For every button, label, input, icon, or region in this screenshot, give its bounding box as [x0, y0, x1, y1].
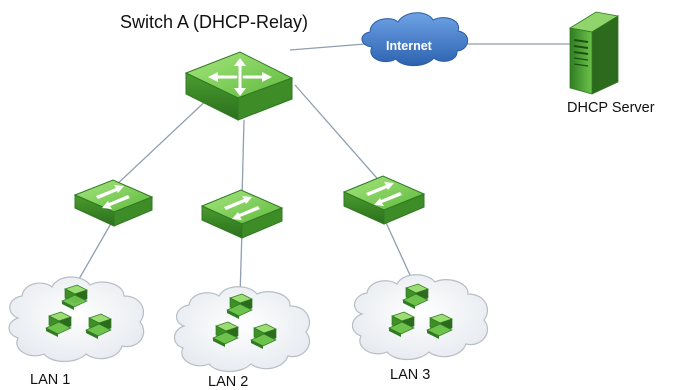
link-core-to-switch-3 — [294, 84, 384, 186]
dhcp-server-label: DHCP Server — [567, 100, 655, 116]
workstation-icon — [402, 283, 429, 309]
internet-label: Internet — [386, 39, 432, 53]
server-tower-icon — [568, 11, 620, 95]
link-switch-3-to-lan3 — [382, 215, 416, 287]
link-switch-1-to-lan1 — [74, 219, 114, 287]
workstation-icon — [250, 323, 277, 349]
workstation-icon — [426, 313, 453, 339]
link-core-to-switch-2 — [241, 119, 245, 199]
lan3-label: LAN 3 — [390, 367, 431, 383]
link-core-to-switch-1 — [112, 94, 213, 189]
workstation-icon — [85, 313, 112, 339]
internet-cloud-icon — [361, 12, 469, 67]
workstation-icon — [226, 293, 253, 319]
workstation-icon — [45, 311, 72, 337]
layer2-switch-icon — [342, 175, 426, 225]
lan1-label: LAN 1 — [30, 372, 71, 388]
lan2-label: LAN 2 — [208, 374, 249, 390]
link-switch-2-to-lan2 — [239, 229, 243, 297]
links — [74, 43, 570, 297]
link-core-to-internet — [289, 43, 366, 51]
lan2-cloud — [173, 286, 311, 373]
workstation-icon — [61, 284, 88, 310]
lan1-cloud — [8, 276, 145, 363]
layer2-switch-icon — [200, 189, 284, 239]
workstation-icon — [212, 321, 239, 347]
layer3-switch-icon — [184, 51, 294, 121]
lan3-cloud — [351, 274, 489, 361]
layer2-switch-icon — [73, 179, 154, 227]
workstations — [45, 283, 453, 349]
switch-a-label: Switch A (DHCP-Relay) — [120, 12, 309, 32]
workstation-icon — [388, 311, 415, 337]
